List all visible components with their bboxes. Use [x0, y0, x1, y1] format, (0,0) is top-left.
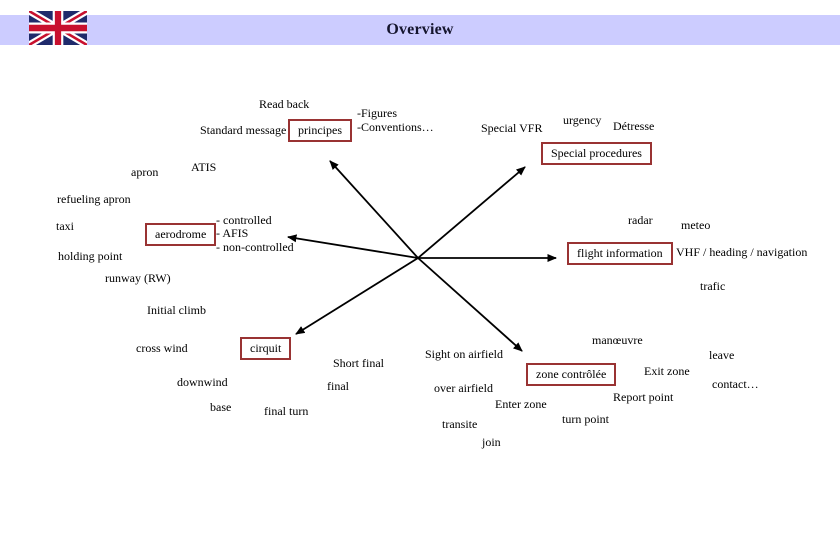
page-title: Overview — [386, 21, 454, 38]
uk-flag-icon — [29, 11, 87, 45]
label-leave: leave — [709, 348, 735, 362]
arrow-line-1 — [417, 166, 526, 259]
label-contact: contact… — [712, 377, 759, 391]
label-conventions: -Conventions… — [357, 120, 434, 134]
label-atis: ATIS — [191, 160, 217, 174]
label-apron: apron — [131, 165, 159, 179]
label-afis: - AFIS — [216, 226, 249, 240]
label-special-vfr: Special VFR — [481, 121, 543, 135]
label-read-back: Read back — [259, 97, 310, 111]
label-report-point: Report point — [613, 390, 674, 404]
box-principes: principes — [288, 119, 352, 142]
label-urgency: urgency — [563, 113, 602, 127]
label-refueling-apron: refueling apron — [57, 192, 131, 206]
label-base: base — [210, 400, 232, 414]
label-trafic: trafic — [700, 279, 726, 293]
label-manoeuvre: manœuvre — [592, 333, 643, 347]
label-runway-rw: runway (RW) — [105, 271, 171, 285]
label-exit-zone: Exit zone — [644, 364, 690, 378]
arrow-line-5 — [417, 257, 523, 352]
box-special-procedures: Special procedures — [541, 142, 652, 165]
label-controlled: - controlled — [216, 213, 272, 227]
label-non-controlled: - non-controlled — [216, 240, 294, 254]
label-downwind: downwind — [177, 375, 228, 389]
label-transite: transite — [442, 417, 478, 431]
arrow-line-0 — [329, 160, 419, 259]
label-enter-zone: Enter zone — [495, 397, 547, 411]
label-short-final: Short final — [333, 356, 384, 370]
label-join: join — [482, 435, 501, 449]
label-initial-climb: Initial climb — [147, 303, 206, 317]
header-bar — [0, 15, 840, 45]
arrow-line-2 — [287, 234, 419, 259]
label-final-turn: final turn — [264, 404, 309, 418]
arrow-line-4 — [295, 257, 419, 335]
box-aerodrome: aerodrome — [145, 223, 217, 246]
label-over-airfield: over airfield — [434, 381, 493, 395]
label-holding-point: holding point — [58, 249, 123, 263]
box-zone-controlee: zone contrôlée — [526, 363, 617, 386]
label-cross-wind: cross wind — [136, 341, 188, 355]
label-vhf-heading-navigation: VHF / heading / navigation — [676, 245, 808, 259]
label-sight-on-airfield: Sight on airfield — [425, 347, 503, 361]
label-final: final — [327, 379, 349, 393]
box-cirquit: cirquit — [240, 337, 292, 360]
label-meteo: meteo — [681, 218, 711, 232]
label-figures: -Figures — [357, 106, 397, 120]
label-detresse: Détresse — [613, 119, 655, 133]
label-standard-message: Standard message — [200, 123, 287, 137]
box-flight-information: flight information — [567, 242, 673, 265]
label-radar: radar — [628, 213, 653, 227]
label-taxi: taxi — [56, 219, 74, 233]
label-turn-point: turn point — [562, 412, 609, 426]
